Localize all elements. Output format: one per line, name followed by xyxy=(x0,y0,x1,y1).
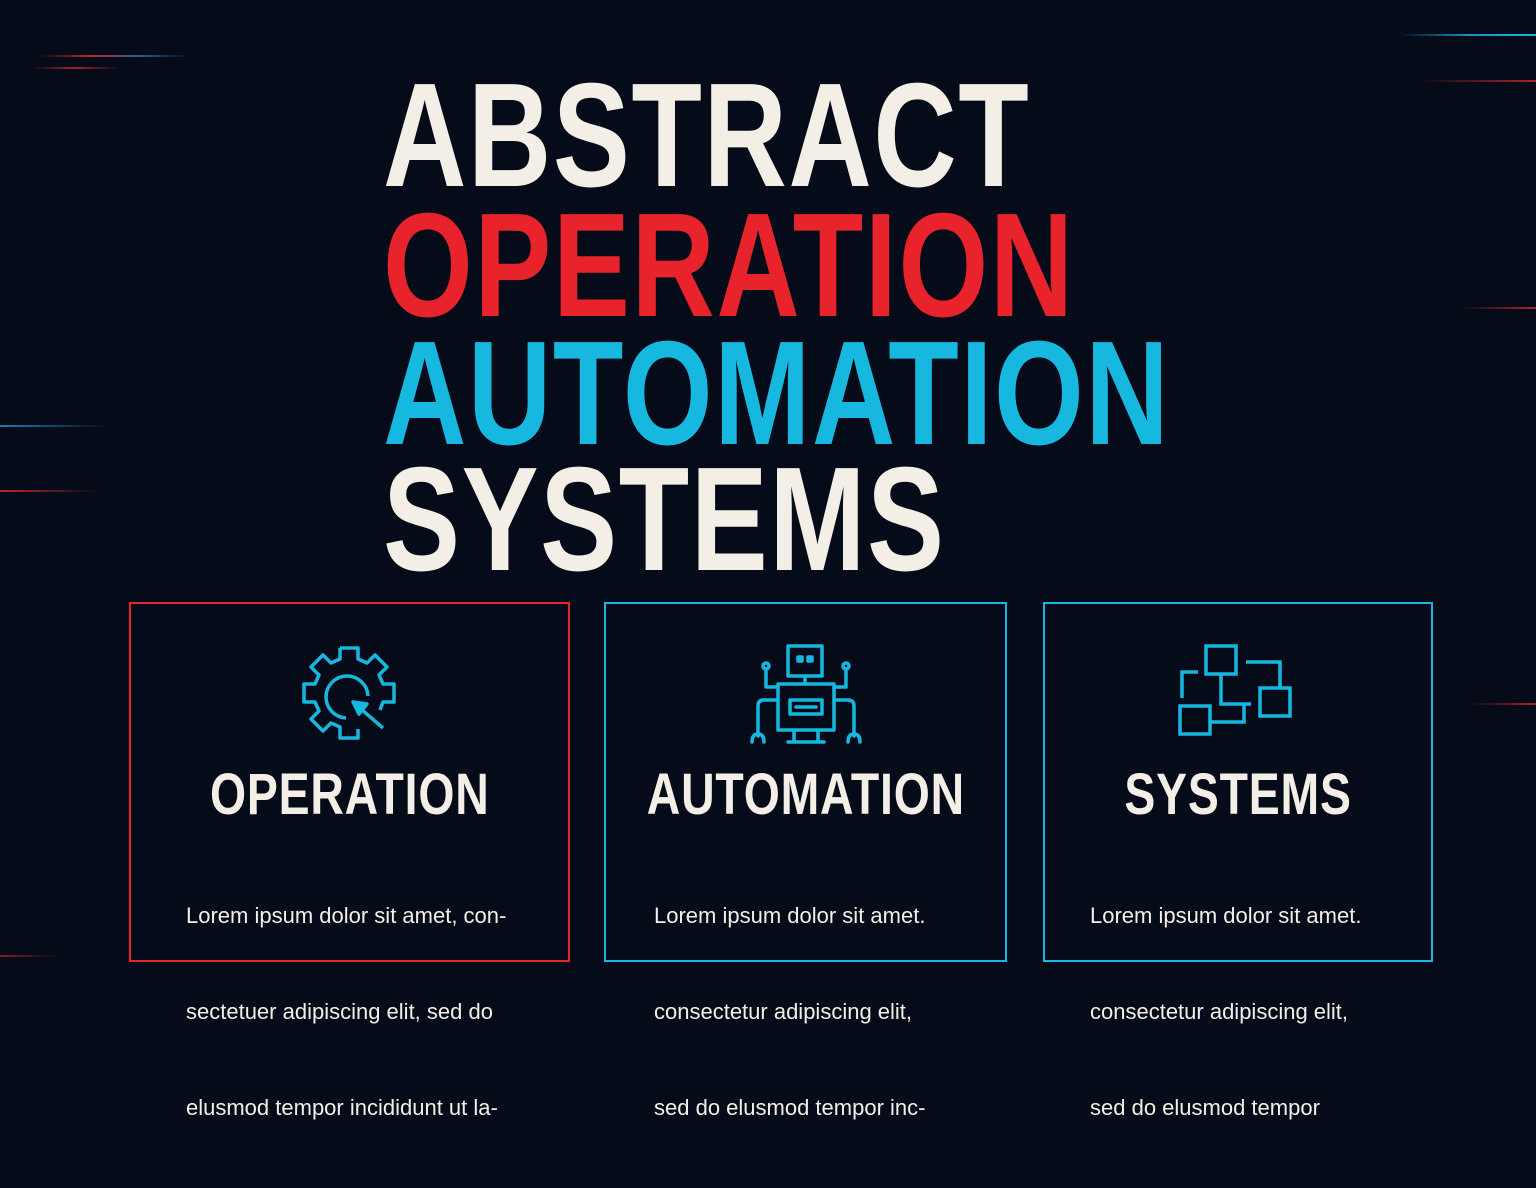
network-blocks-icon xyxy=(1045,644,1431,754)
card-operation: OPERATION Lorem ipsum dolor sit amet, co… xyxy=(129,602,570,1120)
card-automation: AUTOMATION Lorem ipsum dolor sit amet. c… xyxy=(604,602,1007,1120)
gear-refresh-icon xyxy=(131,644,568,754)
card-body-line: sed do elusmod tempor inc- xyxy=(654,1095,926,1120)
card-body-line: elusmod tempor incididunt ut la- xyxy=(186,1095,498,1120)
card-body-line: sed do elusmod tempor xyxy=(1090,1095,1320,1120)
headline-abstract: ABSTRACT xyxy=(383,53,1031,218)
robot-icon xyxy=(606,644,1005,754)
card-body: Lorem ipsum dolor sit amet. consectetur … xyxy=(654,836,925,1188)
card-body-line: consectetur adipiscing elit, xyxy=(654,999,913,1024)
card-title: SYSTEMS xyxy=(1124,762,1352,827)
card-title: OPERATION xyxy=(209,762,490,827)
headline-systems: SYSTEMS xyxy=(383,437,946,602)
card-body: Lorem ipsum dolor sit amet. consectetur … xyxy=(1090,836,1361,1188)
card-body-line: Lorem ipsum dolor sit amet. xyxy=(1090,903,1362,928)
card-body-line: consectetur adipiscing elit, xyxy=(1090,999,1349,1024)
card-body-line: sectetuer adipiscing elit, sed do xyxy=(186,999,493,1024)
card-body: Lorem ipsum dolor sit amet, con- sectetu… xyxy=(186,836,506,1188)
headline-operation: OPERATION xyxy=(383,183,1075,348)
card-body-line: Lorem ipsum dolor sit amet. xyxy=(654,903,926,928)
card-body-line: Lorem ipsum dolor sit amet, con- xyxy=(186,903,507,928)
headline-automation: AUTOMATION xyxy=(383,311,1171,476)
card-title: AUTOMATION xyxy=(646,762,965,827)
card-systems: SYSTEMS Lorem ipsum dolor sit amet. cons… xyxy=(1043,602,1433,1120)
